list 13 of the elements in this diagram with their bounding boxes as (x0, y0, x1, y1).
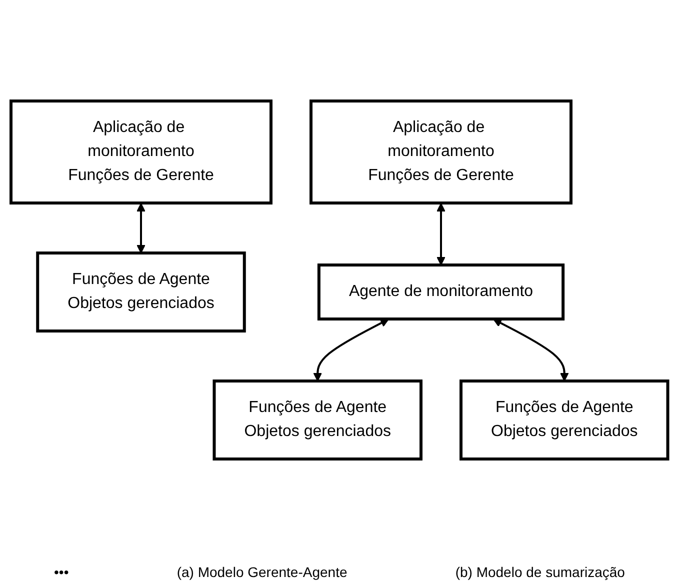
node-box: Funções de Agente Objetos gerenciados (460, 380, 670, 460)
node-box: Aplicação de monitoramento Funções de Gerente (10, 100, 273, 204)
node-box: Agente de monitoramento (318, 264, 565, 320)
node-box: Funções de Agente Objetos gerenciados (212, 380, 423, 460)
node-box: Aplicação de monitoramento Funções de Gerente (310, 100, 573, 204)
node-box: Funções de Agente Objetos gerenciados (36, 252, 246, 332)
arrow (436, 203, 446, 266)
figure-caption: (a) Modelo Gerente-Agente (176, 564, 348, 580)
figure-caption: (b) Modelo de sumarização (455, 564, 625, 580)
arrow (493, 318, 569, 382)
arrow (313, 318, 390, 382)
arrow (136, 203, 146, 254)
ellipsis-mark: ••• (54, 564, 69, 580)
